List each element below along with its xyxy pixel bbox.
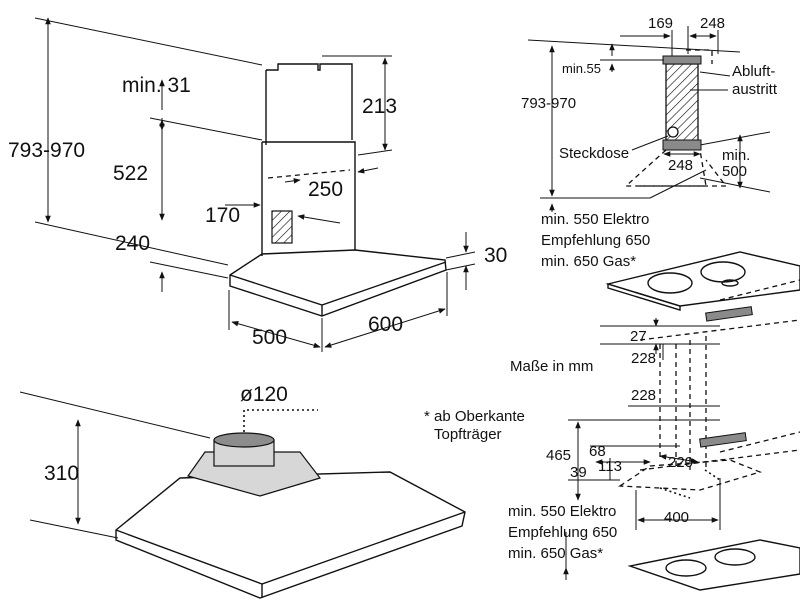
label-exhaust-2: austritt (732, 81, 778, 98)
label-min31: min. 31 (122, 74, 191, 97)
side-bracket-top (662, 55, 702, 65)
label-outlet-diameter: ø120 (240, 383, 288, 406)
label-228-top: 228 (631, 350, 656, 367)
dim-line-250-left (284, 178, 301, 184)
mount-guide-top (719, 279, 800, 301)
dim-line-600 (324, 308, 446, 348)
outlet-leader (243, 409, 318, 432)
label-213: 213 (362, 95, 397, 118)
label-228-mid: 228 (631, 387, 656, 404)
footnote-line-1: * ab Oberkante (424, 408, 525, 425)
label-min55: min.55 (562, 61, 601, 76)
hood-canopy (229, 249, 447, 317)
dim-line-220 (659, 454, 699, 464)
bracket-bottom (699, 432, 747, 448)
cooktop-upper-edge (607, 283, 681, 311)
hood-canopy-edges (229, 261, 447, 316)
dim-line-250-right (357, 167, 379, 174)
dim-line-170-right (297, 214, 341, 224)
side-floor-line (649, 169, 707, 199)
label-min500-1: min. (722, 147, 750, 164)
footnote-line-2: Topfträger (434, 426, 502, 443)
mount-screw-hints (659, 469, 721, 499)
mount-hood-hidden (618, 459, 762, 491)
dim-line-500 (231, 321, 321, 348)
mounting-view: 27 228 Maße in mm 228 * ab Oberkante Top… (424, 251, 800, 591)
hood-outlet-view: 310 ø120 (19, 383, 466, 599)
hood-bottom-line (149, 261, 229, 279)
leader-socket (631, 135, 669, 151)
label-30: 30 (484, 244, 507, 267)
mount-note-2: Empfehlung 650 (508, 524, 617, 541)
hood-ref-top (19, 391, 211, 439)
side-ref-line (699, 131, 771, 146)
label-exhaust-1: Abluft- (732, 63, 775, 80)
chimney-joint-line (149, 117, 263, 141)
side-bracket-bottom (662, 139, 702, 151)
mount-line-bottom (639, 449, 800, 471)
socket-icon (667, 126, 679, 138)
vent-grille (271, 210, 293, 244)
label-side-total: 793-970 (521, 95, 576, 112)
ext-213-bottom (357, 149, 393, 156)
label-170: 170 (205, 204, 240, 227)
side-ref-line-2 (699, 177, 771, 193)
side-note-1: min. 550 Elektro (541, 211, 649, 228)
hood-ref-bottom (29, 519, 119, 539)
hood-top-line (34, 221, 229, 266)
burner-1 (647, 272, 693, 294)
label-min500-2: 500 (722, 163, 747, 180)
label-39: 39 (570, 464, 587, 481)
ceiling-line (34, 17, 263, 66)
label-500: 500 (252, 326, 287, 349)
mount-chimney-guides (659, 336, 707, 470)
main-hood-view: 793-970 min. 31 522 240 213 250 170 30 (8, 17, 507, 352)
label-units: Maße in mm (510, 358, 593, 375)
burner-3 (721, 279, 739, 287)
label-400: 400 (664, 509, 689, 526)
mount-line-top (639, 319, 800, 341)
label-250: 250 (308, 178, 343, 201)
label-310: 310 (44, 462, 79, 485)
hood-body-edges (115, 511, 466, 598)
ext-30-bottom (445, 263, 476, 271)
label-total-height: 793-970 (8, 139, 85, 162)
chimney-lower (261, 141, 356, 256)
mount-guide-bottom (719, 431, 800, 453)
ext-30-top (445, 251, 476, 259)
label-248-top: 248 (700, 15, 725, 32)
cooktop-upper (605, 251, 800, 307)
label-113: 113 (598, 458, 622, 475)
label-socket: Steckdose (559, 145, 629, 162)
burner-4 (665, 559, 707, 577)
side-note-3: min. 650 Gas* (541, 253, 636, 270)
burner-5 (714, 548, 756, 566)
label-248-bottom: 248 (668, 157, 693, 174)
label-465: 465 (546, 447, 571, 464)
outlet-opening (213, 432, 275, 448)
label-68: 68 (589, 443, 606, 460)
side-note-2: Empfehlung 650 (541, 232, 650, 249)
cooktop-lower (627, 539, 800, 591)
mount-note-3: min. 650 Gas* (508, 545, 603, 562)
label-522: 522 (113, 162, 148, 185)
side-view: 169 248 min.55 Abluft- austritt 793-970 … (521, 15, 778, 270)
label-220: 220 (668, 454, 693, 471)
label-600: 600 (368, 313, 403, 336)
chimney-upper (265, 63, 353, 145)
chimney-hidden-edge (267, 169, 351, 179)
side-hood-hidden (624, 149, 707, 187)
label-169: 169 (648, 15, 673, 32)
label-240: 240 (115, 232, 150, 255)
leader-exhaust (699, 71, 731, 77)
side-hood-hidden-2 (640, 159, 728, 187)
burner-2 (700, 261, 746, 283)
label-27: 27 (630, 328, 647, 345)
mount-note-1: min. 550 Elektro (508, 503, 616, 520)
bracket-top (705, 306, 753, 322)
hood-body (115, 471, 466, 599)
